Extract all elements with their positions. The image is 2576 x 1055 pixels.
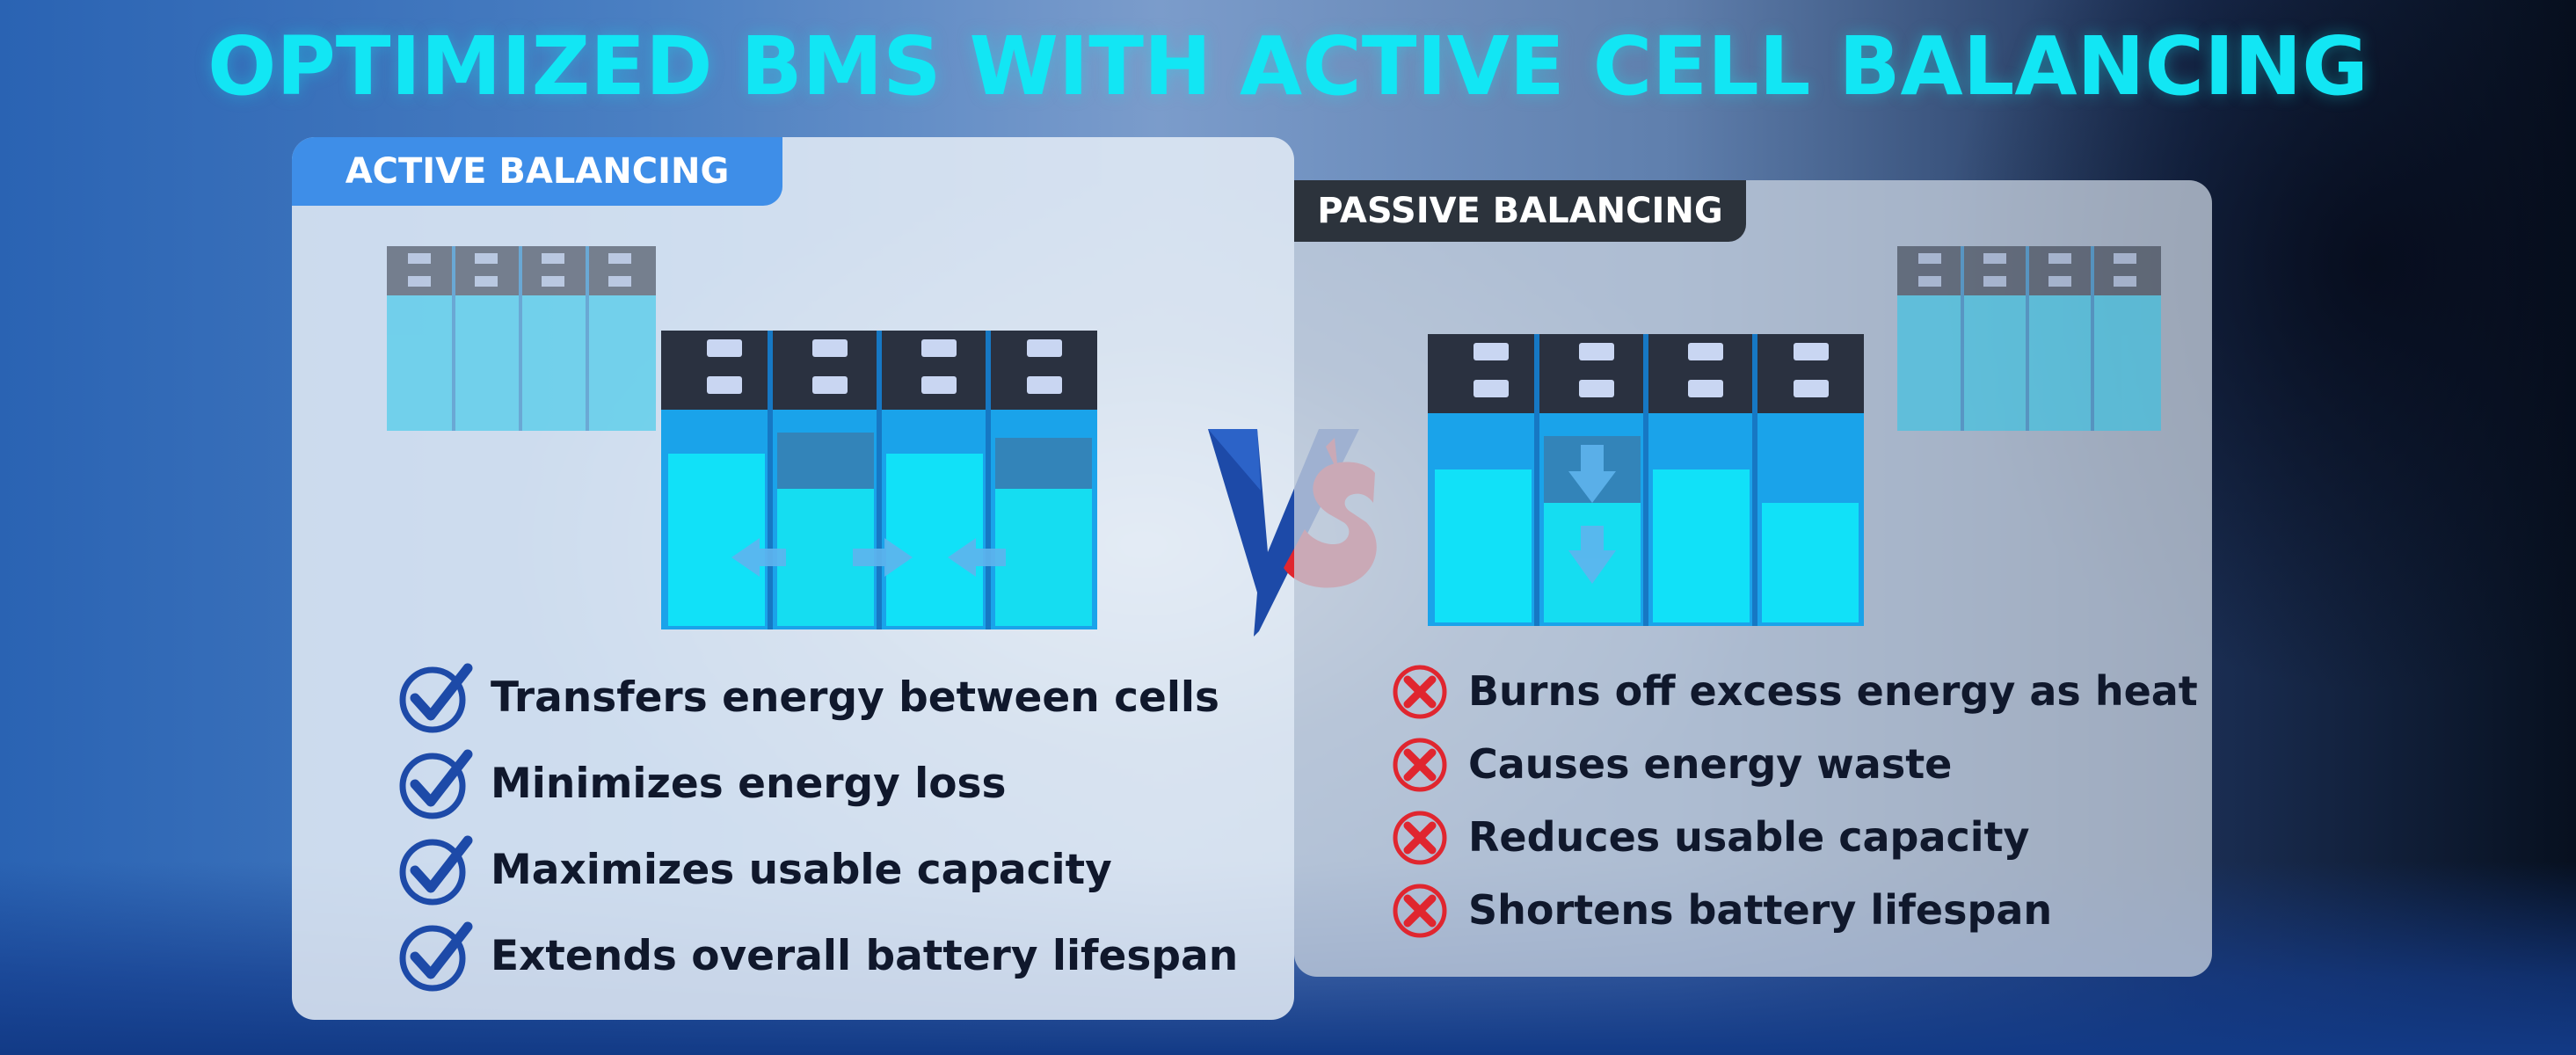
cross-circle-icon <box>1393 884 1447 937</box>
list-item-text: Minimizes energy loss <box>491 759 1007 808</box>
list-item: Extends overall battery lifespan <box>397 913 1238 999</box>
check-circle-icon <box>399 749 473 819</box>
list-item: Burns off excess energy as heat <box>1391 654 2198 727</box>
check-circle-icon <box>399 921 473 992</box>
cross-circle-icon <box>1393 738 1447 791</box>
list-item: Shortens battery lifespan <box>1391 873 2198 946</box>
list-item: Reduces usable capacity <box>1391 800 2198 873</box>
active-battery-pack <box>661 331 1097 629</box>
passive-drawbacks-list: Burns off excess energy as heat Causes e… <box>1391 654 2198 946</box>
list-item-text: Reduces usable capacity <box>1468 812 2030 861</box>
passive-battery-pack <box>1428 334 1864 626</box>
check-circle-icon <box>399 835 473 906</box>
list-item-text: Maximizes usable capacity <box>491 845 1112 894</box>
faded-battery-pack-active <box>387 246 656 431</box>
list-item: Maximizes usable capacity <box>397 826 1238 913</box>
list-item-text: Transfers energy between cells <box>491 673 1220 722</box>
cross-circle-icon <box>1393 811 1447 864</box>
active-balancing-tag: ACTIVE BALANCING <box>292 137 782 206</box>
active-benefits-list: Transfers energy between cells Minimizes… <box>397 654 1238 999</box>
list-item: Transfers energy between cells <box>397 654 1238 740</box>
passive-balancing-tag: PASSIVE BALANCING <box>1294 180 1746 242</box>
check-circle-icon <box>399 663 473 733</box>
cross-circle-icon <box>1393 665 1447 718</box>
list-item-text: Extends overall battery lifespan <box>491 931 1239 980</box>
page-title: OPTIMIZED BMS WITH ACTIVE CELL BALANCING <box>207 19 2369 113</box>
list-item-text: Shortens battery lifespan <box>1468 885 2053 934</box>
list-item: Minimizes energy loss <box>397 740 1238 826</box>
list-item: Causes energy waste <box>1391 727 2198 800</box>
list-item-text: Causes energy waste <box>1468 739 1953 788</box>
faded-battery-pack-passive <box>1897 246 2161 431</box>
list-item-text: Burns off excess energy as heat <box>1468 666 2198 715</box>
